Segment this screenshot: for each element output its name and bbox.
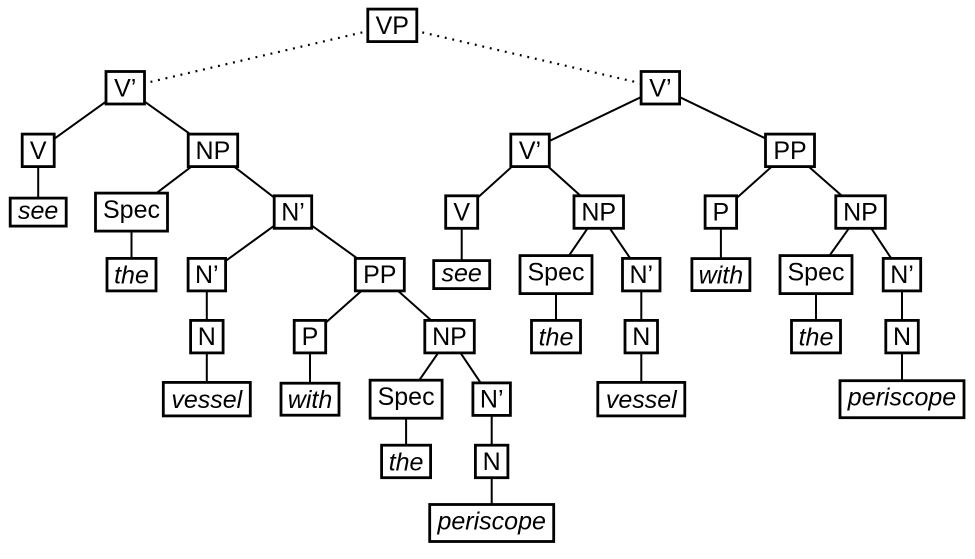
svg-text:P: P xyxy=(713,199,730,227)
svg-text:N: N xyxy=(893,323,911,351)
svg-text:V: V xyxy=(453,199,470,227)
svg-text:Spec: Spec xyxy=(788,259,845,287)
svg-text:N’: N’ xyxy=(629,261,653,289)
svg-text:Spec: Spec xyxy=(378,383,435,411)
svg-text:the: the xyxy=(799,324,834,352)
svg-text:Spec: Spec xyxy=(528,259,585,287)
svg-text:V: V xyxy=(30,137,47,165)
svg-text:N: N xyxy=(483,448,501,476)
svg-text:the: the xyxy=(114,262,149,290)
svg-text:NP: NP xyxy=(196,137,231,165)
svg-text:see: see xyxy=(442,260,482,288)
svg-text:N’: N’ xyxy=(890,261,914,289)
svg-text:NP: NP xyxy=(432,323,467,351)
svg-text:NP: NP xyxy=(843,199,878,227)
svg-text:VP: VP xyxy=(376,12,409,40)
svg-text:the: the xyxy=(539,324,574,352)
svg-text:periscope: periscope xyxy=(436,508,545,536)
svg-text:PP: PP xyxy=(773,137,806,165)
svg-text:Spec: Spec xyxy=(103,196,160,224)
svg-text:N’: N’ xyxy=(281,199,305,227)
svg-text:vessel: vessel xyxy=(171,386,243,414)
svg-text:V’: V’ xyxy=(519,137,541,165)
svg-text:see: see xyxy=(18,197,58,225)
svg-text:N: N xyxy=(632,323,650,351)
svg-text:V’: V’ xyxy=(114,74,136,102)
svg-text:the: the xyxy=(389,449,424,477)
svg-text:NP: NP xyxy=(581,199,616,227)
svg-text:V’: V’ xyxy=(649,74,671,102)
svg-text:P: P xyxy=(302,323,319,351)
svg-text:PP: PP xyxy=(363,261,396,289)
svg-text:with: with xyxy=(288,386,332,414)
svg-text:N’: N’ xyxy=(480,386,504,414)
svg-text:N’: N’ xyxy=(195,261,219,289)
svg-text:vessel: vessel xyxy=(606,386,678,414)
svg-text:periscope: periscope xyxy=(847,384,956,412)
svg-text:N: N xyxy=(198,323,216,351)
svg-text:with: with xyxy=(699,262,743,290)
